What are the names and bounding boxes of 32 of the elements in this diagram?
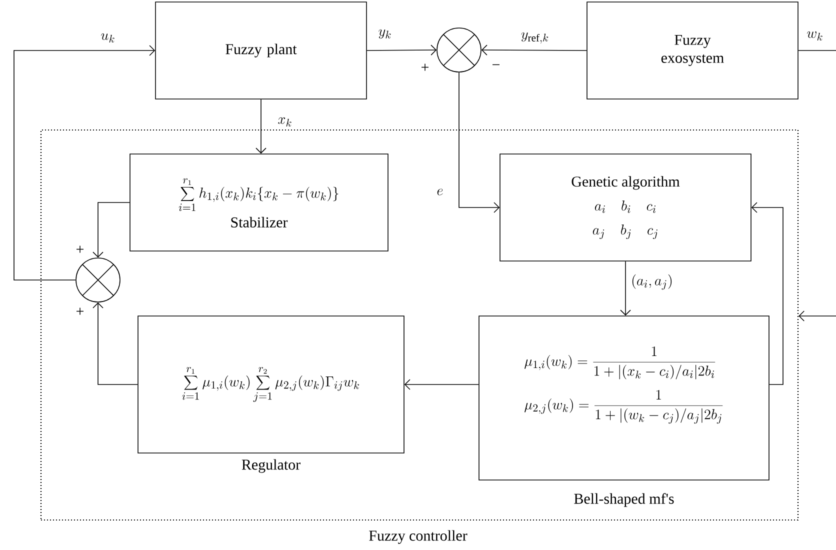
block-caption: Regulator — [242, 459, 300, 473]
edge-label: $(a_i,a_j)$ — [630, 273, 674, 291]
arrow — [366, 44, 437, 56]
arrow — [14, 45, 156, 280]
block-box: $\sum_{i=1}^{r_1} h_{1,i}(x_k)k_i\{x_k-\pi(w_k)\}$ Stabilizer — [130, 154, 388, 252]
arrow — [404, 379, 410, 390]
arrow — [92, 302, 138, 385]
arrow — [256, 99, 266, 154]
arrow — [798, 310, 836, 322]
arrow — [620, 261, 631, 316]
arrow — [458, 72, 500, 213]
summing-junction — [76, 258, 120, 302]
block-caption: Bell-shaped mf's — [574, 493, 674, 507]
block-box: $\mu_{1,i}(w_k) = \frac{1}{1+|(x_k-c_i)/a_i|2b_i}$ $\mu_{2,j}(w_k) = \frac{1}{1+|(w_k-c_j)/a_j|2b_j}$ — [478, 316, 770, 480]
edge-label: $y_{\mathrm{ref},k}$ — [520, 32, 550, 44]
block-box: Fuzzy plant — [155, 2, 367, 100]
edge-label: $y_k$ — [377, 28, 393, 40]
block-box: Genetic algorithm $a_i\quad b_i\quad c_i$ $a_j\quad b_j\quad c_j$ — [500, 154, 752, 262]
frame-title: Fuzzy controller — [369, 530, 468, 544]
edge-label: $u_k$ — [100, 32, 116, 44]
sign-label: + — [76, 246, 84, 253]
edge-label: $x_k$ — [276, 116, 294, 128]
arrow — [481, 44, 587, 56]
edge-label: $w_k$ — [806, 30, 824, 42]
sign-label: + — [76, 308, 84, 315]
block-box: $\sum_{i=1}^{r_1}\mu_{1,i}(w_k)\sum_{j=1}^{r_2}\mu_{2,j}(w_k)\Gamma_{ij}w_k$ — [138, 316, 404, 454]
sign-label: − — [492, 64, 500, 66]
summing-junction — [436, 28, 482, 72]
block-box: Fuzzy exosystem — [586, 2, 798, 100]
arrow — [92, 202, 130, 258]
edge-label: $e$ — [436, 188, 444, 196]
sign-label: + — [422, 64, 428, 71]
